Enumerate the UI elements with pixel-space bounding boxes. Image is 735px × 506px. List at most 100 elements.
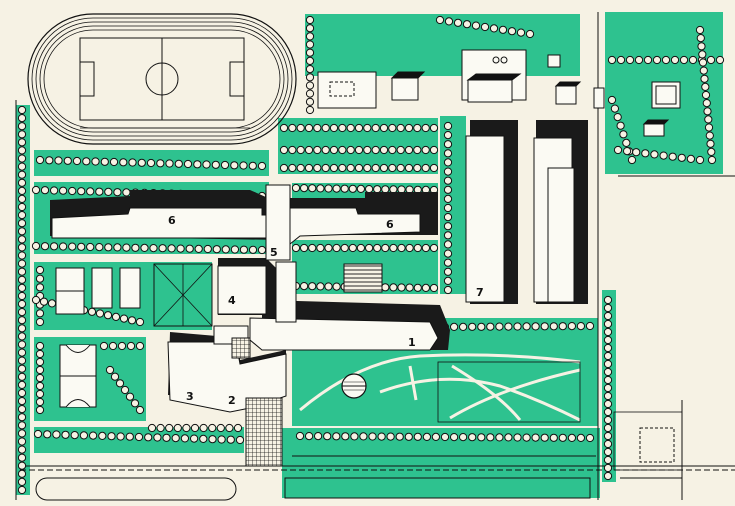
- tree: [603, 431, 613, 441]
- tree: [35, 309, 45, 318]
- tree: [279, 163, 289, 173]
- tree: [341, 432, 350, 441]
- tree: [641, 149, 650, 158]
- tree: [389, 283, 398, 292]
- tree: [35, 357, 45, 367]
- building-labels: 1 2 3 4 5 6 6 7: [168, 214, 484, 407]
- tree: [68, 242, 77, 251]
- tree: [332, 243, 341, 253]
- tree: [622, 138, 631, 147]
- tree: [516, 28, 526, 37]
- tree: [348, 243, 357, 253]
- tree: [413, 243, 422, 253]
- tree: [126, 341, 136, 351]
- tree: [443, 258, 453, 267]
- tree: [158, 244, 167, 253]
- tree: [354, 145, 364, 155]
- tree: [707, 147, 716, 156]
- dormitory-left: [465, 135, 505, 303]
- tree: [540, 322, 549, 331]
- tree: [453, 18, 463, 27]
- tree: [389, 185, 398, 194]
- tree: [365, 243, 374, 253]
- tree: [165, 423, 174, 433]
- green-top-center: [305, 14, 580, 76]
- tree: [17, 364, 27, 373]
- tree: [346, 145, 355, 155]
- tree: [329, 163, 339, 173]
- tree: [707, 155, 717, 165]
- tree: [86, 242, 95, 252]
- tree: [180, 434, 189, 443]
- tree: [603, 303, 613, 313]
- tree: [443, 176, 453, 185]
- tree: [379, 145, 389, 155]
- tree: [194, 244, 203, 253]
- tree: [429, 283, 439, 293]
- tree: [17, 194, 27, 203]
- tree: [422, 432, 431, 441]
- tree: [100, 157, 109, 166]
- tree: [17, 251, 27, 260]
- tree: [225, 423, 234, 433]
- tree: [468, 433, 477, 442]
- label-wing-6-left: 6: [168, 214, 176, 227]
- tree: [95, 309, 105, 318]
- tree: [477, 433, 486, 442]
- tree: [607, 95, 617, 105]
- tree: [308, 184, 317, 193]
- tree: [17, 332, 27, 341]
- tree: [17, 437, 27, 446]
- green-left-strip: [16, 105, 30, 495]
- tree: [698, 58, 708, 67]
- tree: [443, 267, 453, 276]
- tree: [697, 42, 706, 51]
- tree: [17, 453, 27, 462]
- tree: [670, 55, 680, 65]
- tree: [603, 311, 613, 321]
- tree: [371, 163, 380, 173]
- tree: [104, 243, 113, 252]
- tree: [431, 432, 440, 441]
- tree: [429, 163, 439, 173]
- tree: [540, 433, 549, 442]
- tree: [183, 159, 193, 169]
- tree: [17, 485, 27, 495]
- tree: [35, 283, 45, 292]
- tree: [404, 123, 414, 133]
- tree: [17, 170, 27, 179]
- tree: [702, 99, 711, 108]
- tree: [316, 282, 325, 291]
- tree: [208, 435, 217, 444]
- tree: [35, 349, 45, 359]
- label-wing-6-right: 6: [386, 218, 394, 231]
- tree: [531, 433, 540, 442]
- tree: [576, 433, 586, 442]
- tree: [404, 432, 413, 441]
- tree: [305, 32, 315, 41]
- tree: [350, 432, 359, 441]
- tree: [585, 321, 595, 331]
- tree: [356, 243, 365, 253]
- tree: [305, 56, 315, 66]
- tree: [134, 432, 144, 442]
- tree: [459, 433, 468, 442]
- tree: [305, 97, 315, 106]
- tree: [373, 185, 382, 194]
- tree: [480, 22, 490, 32]
- tree: [421, 145, 430, 155]
- tree: [405, 243, 414, 253]
- tree: [677, 153, 686, 162]
- tree: [17, 477, 27, 486]
- tree: [127, 316, 137, 325]
- tree: [715, 55, 725, 65]
- tree: [323, 432, 332, 441]
- tree: [443, 194, 453, 203]
- tree: [295, 431, 305, 441]
- tree: [33, 429, 43, 439]
- tree: [300, 243, 309, 253]
- tree: [98, 431, 107, 440]
- tree: [603, 367, 613, 377]
- tree: [371, 123, 380, 133]
- tree: [305, 65, 315, 74]
